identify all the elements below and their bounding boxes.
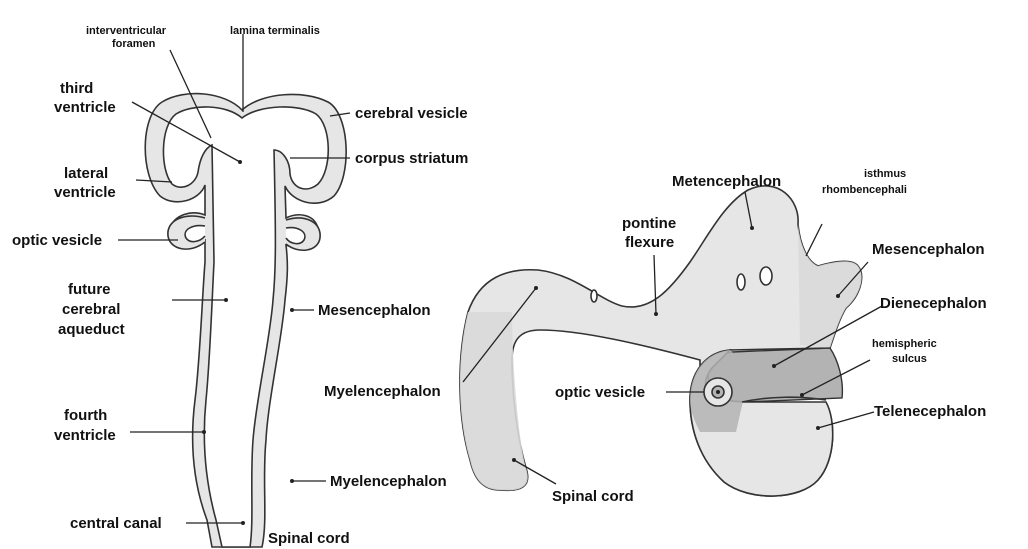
label-cerebral-vesicle: cerebral vesicle [355,105,468,122]
right-opening-3 [591,290,597,302]
label-future-cerebral-aqueduct: future cerebral aqueduct [58,281,125,338]
label-central-canal: central canal [70,515,162,532]
label-dienecephalon: Dienecephalon [880,295,987,312]
label-spinal-cord-right: Spinal cord [552,488,634,505]
label-third-ventricle: third ventricle [54,80,116,116]
label-mesencephalon-right: Mesencephalon [872,241,985,258]
label-metencephalon: Metencephalon [672,173,781,190]
label-corpus-striatum: corpus striatum [355,150,468,167]
label-hemispheric-sulcus: hemispheric sulcus [872,338,940,365]
label-mesencephalon-left: Mesencephalon [318,302,431,319]
label-myelencephalon-right: Myelencephalon [324,383,441,400]
label-lamina-terminalis: lamina terminalis [230,25,320,37]
label-lateral-ventricle: lateral ventricle [54,165,116,201]
label-optic-vesicle-left: optic vesicle [12,232,102,249]
label-telenecephalon: Telenecephalon [874,403,986,420]
label-optic-vesicle-right: optic vesicle [555,384,645,401]
label-pontine-flexure: pontine flexure [622,215,680,251]
left-diagram: interventricular foramen lamina terminal… [12,25,468,547]
label-interventricular-foramen: interventricular foramen [86,25,169,50]
right-diagram: Metencephalon isthmus rhombencephali pon… [324,168,987,505]
label-spinal-cord-left: Spinal cord [268,530,350,547]
label-isthmus-rhombencephali: isthmus rhombencephali [822,168,909,196]
label-myelencephalon-left: Myelencephalon [330,473,447,490]
right-region-mesencephalon [798,224,862,348]
label-fourth-ventricle: fourth ventricle [54,407,116,444]
right-opening-2 [737,274,745,290]
right-opening-1 [760,267,772,285]
